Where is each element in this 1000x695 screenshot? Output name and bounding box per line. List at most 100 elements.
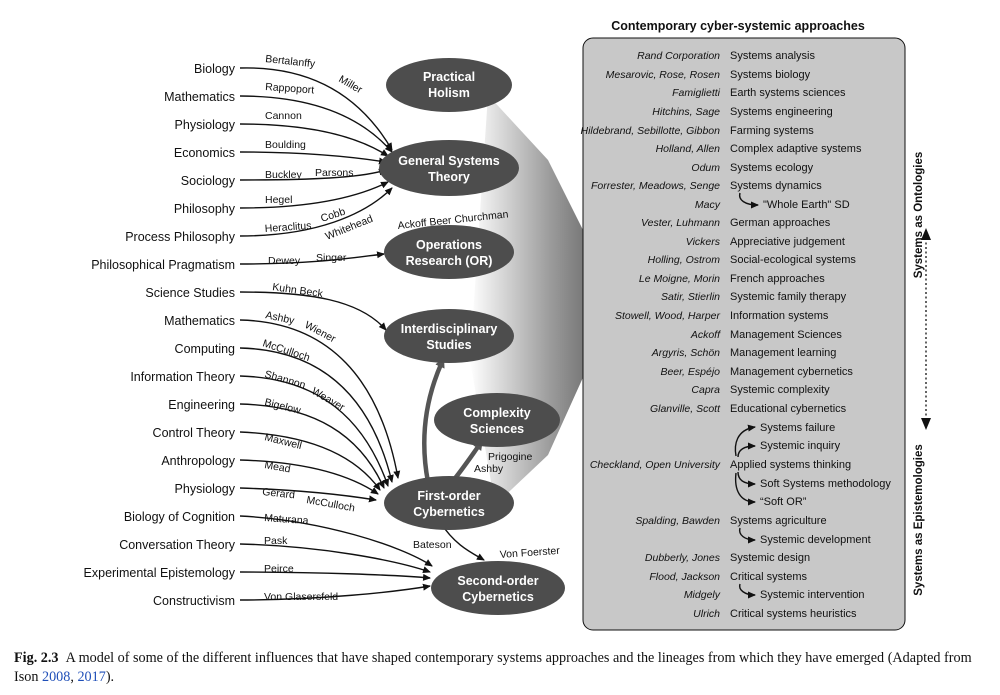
approach-authors: Beer, Espéjo — [660, 366, 720, 378]
approach-authors: Capra — [691, 384, 720, 396]
approach-authors: Argyris, Schön — [651, 347, 720, 359]
approach-name: Management Sciences — [730, 329, 842, 341]
approach-authors: Dubberly, Jones — [645, 552, 721, 564]
discipline-label: Science Studies — [145, 286, 235, 300]
author-label: Peirce — [264, 563, 294, 575]
approach-authors: Famiglietti — [672, 87, 721, 99]
oval-label: Studies — [426, 338, 471, 352]
author-label: Ashby — [474, 463, 504, 475]
oval-label: Second-order — [457, 574, 538, 588]
approach-name: Systems agriculture — [730, 515, 827, 527]
approach-authors: Checkland, Open University — [590, 459, 721, 471]
approach-authors: Hitchins, Sage — [652, 106, 720, 118]
caption-label: Fig. 2.3 — [14, 650, 59, 666]
author-label: Bateson — [413, 539, 452, 551]
discipline-label: Physiology — [175, 118, 236, 132]
author-label: Von Glasersfeld — [264, 591, 338, 603]
approach-authors: Ackoff — [690, 329, 721, 341]
approach-name: Social-ecological systems — [730, 254, 856, 266]
approach-name: Appreciative judgement — [730, 236, 845, 248]
discipline-label: Information Theory — [130, 370, 235, 384]
author-label: Von Foerster — [499, 545, 560, 561]
discipline-label: Biology of Cognition — [124, 510, 235, 524]
approach-authors: Hildebrand, Sebillotte, Gibbon — [580, 125, 720, 137]
author-label: McCulloch — [305, 494, 356, 514]
panel-title: Contemporary cyber-systemic approaches — [611, 19, 865, 33]
approach-name: Systems analysis — [730, 50, 815, 62]
oval-complexity-sciences: Complexity Sciences — [434, 393, 560, 447]
oval-label: General Systems — [398, 154, 499, 168]
figure-caption: Fig. 2.3 A model of some of the differen… — [14, 649, 989, 687]
discipline-label: Control Theory — [153, 426, 236, 440]
discipline-label: Economics — [174, 146, 235, 160]
approach-name: Information systems — [730, 310, 829, 322]
discipline-label: Process Philosophy — [125, 230, 236, 244]
approach-authors: Satir, Stierlin — [661, 291, 720, 303]
approach-name: Educational cybernetics — [730, 403, 847, 415]
approach-name: Management cybernetics — [730, 366, 853, 378]
approach-name: French approaches — [730, 273, 825, 285]
author-label: Maturana — [264, 512, 309, 527]
thick-arrow-interdisciplinary — [422, 357, 445, 483]
author-label: Rappoport — [265, 81, 315, 96]
approach-name: Applied systems thinking — [730, 459, 851, 471]
oval-second-order-cybernetics: Second-order Cybernetics — [431, 561, 565, 615]
author-label: Shannon — [263, 368, 307, 391]
oval-label: First-order — [417, 489, 480, 503]
author-label: Gerard — [262, 486, 296, 501]
author-label: Bigelow — [263, 396, 302, 417]
author-label: Dewey — [268, 255, 301, 267]
approach-authors: Holland, Allen — [656, 143, 721, 155]
oval-operations-research: Operations Research (OR) — [384, 225, 514, 279]
discipline-label: Biology — [194, 62, 236, 76]
oval-practical-holism: Practical Holism — [386, 58, 512, 112]
approach-authors: Mesarovic, Rose, Rosen — [606, 69, 721, 81]
oval-label: Research (OR) — [406, 254, 493, 268]
author-label: Parsons — [315, 167, 354, 179]
approach-authors: Le Moigne, Morin — [639, 273, 720, 285]
discipline-label: Experimental Epistemology — [84, 566, 236, 580]
discipline-label: Mathematics — [164, 314, 235, 328]
author-label: Pask — [264, 535, 288, 547]
author-label: Buckley — [265, 169, 303, 181]
author-label: Prigogine — [488, 451, 533, 463]
approach-name: Earth systems sciences — [730, 87, 846, 99]
discipline-label: Philosophical Pragmatism — [91, 258, 235, 272]
approach-name: Systems failure — [760, 422, 835, 434]
caption-ref-link[interactable]: 2017 — [77, 669, 106, 685]
approach-authors: Forrester, Meadows, Senge — [591, 180, 720, 192]
approaches-panel — [582, 37, 906, 631]
author-label: Kuhn Beck — [272, 281, 325, 300]
oval-label: Sciences — [470, 422, 524, 436]
caption-separator: , — [70, 669, 78, 685]
approach-name: Systems engineering — [730, 106, 833, 118]
oval-interdisciplinary-studies: Interdisciplinary Studies — [384, 309, 514, 363]
discipline-label: Mathematics — [164, 90, 235, 104]
approach-name: Systemic inquiry — [760, 440, 841, 452]
sub-branch-arrows — [734, 192, 759, 599]
approach-name: Management learning — [730, 347, 836, 359]
discipline-label: Anthropology — [161, 454, 235, 468]
approach-authors: Vickers — [686, 236, 721, 248]
approach-authors: Rand Corporation — [637, 50, 720, 62]
approach-name: Systems biology — [730, 69, 811, 81]
oval-general-systems-theory: General Systems Theory — [379, 140, 519, 196]
approach-authors: Macy — [695, 199, 721, 211]
author-label: Bertalanffy — [265, 53, 317, 70]
side-label-ontologies: Systems as Ontologies — [913, 152, 925, 279]
oval-label: Theory — [428, 170, 470, 184]
oval-label: Cybernetics — [462, 590, 534, 604]
approach-name: Systemic design — [730, 552, 810, 564]
approach-name: Soft Systems methodology — [760, 478, 891, 490]
discipline-label: Conversation Theory — [119, 538, 236, 552]
approach-name: “Soft OR” — [760, 496, 807, 508]
approach-name: Critical systems — [730, 571, 808, 583]
author-label: Singer — [316, 252, 347, 264]
approach-name: Systemic complexity — [730, 384, 830, 396]
influence-arrows — [239, 67, 485, 601]
oval-label: Interdisciplinary — [401, 322, 498, 336]
caption-ref-link[interactable]: 2008 — [41, 669, 71, 685]
discipline-label: Philosophy — [174, 202, 236, 216]
author-label: McCulloch — [261, 337, 311, 364]
approach-authors: Spalding, Bawden — [635, 515, 720, 527]
